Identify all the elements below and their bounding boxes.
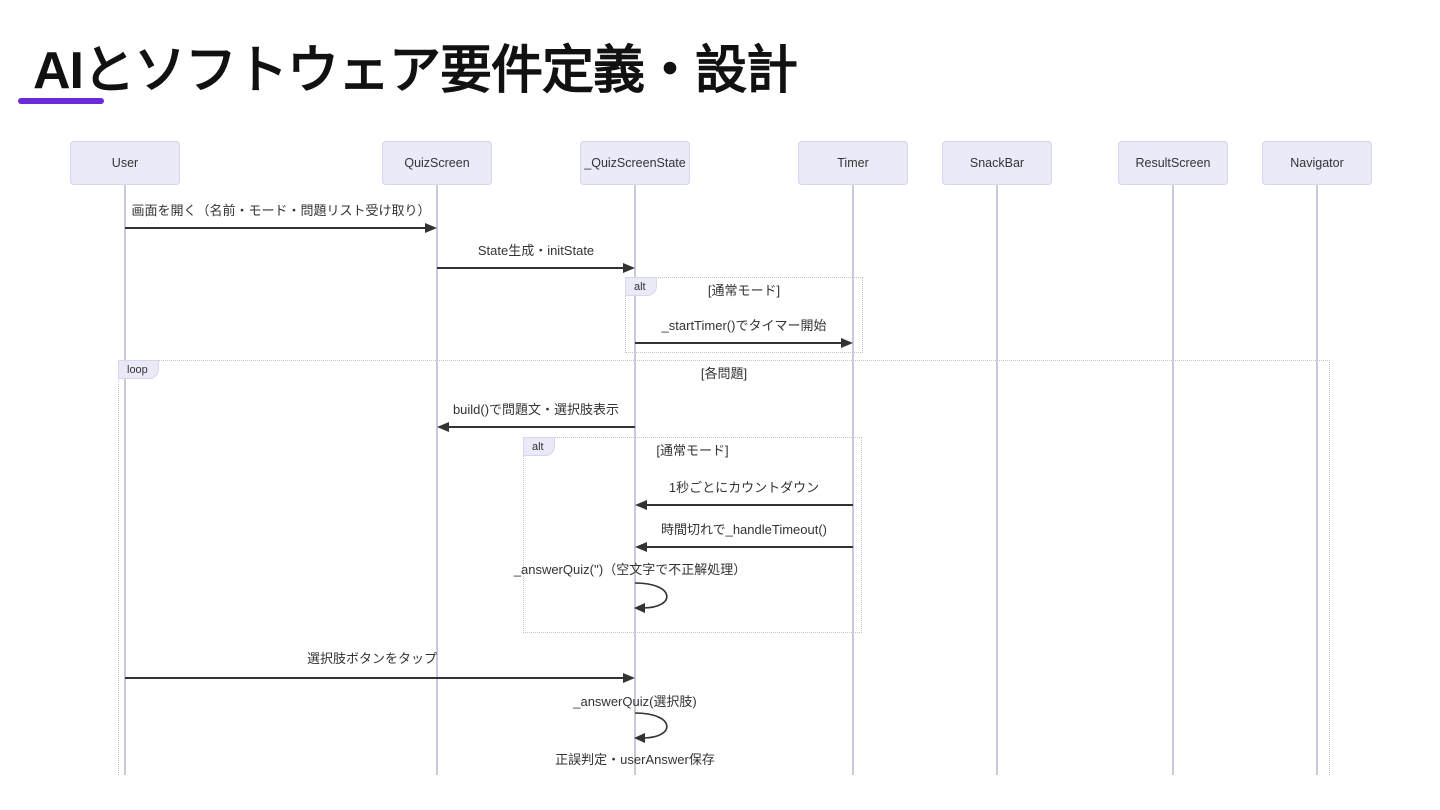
arrowhead-left-icon: [635, 500, 647, 510]
arrowhead-right-icon: [425, 223, 437, 233]
self-loop-arrow-icon: [634, 582, 668, 613]
arrow-line: [645, 546, 853, 548]
arrow-line: [447, 426, 635, 428]
alt-frame-tab: alt: [523, 437, 555, 456]
lifeline-navigator: [1316, 185, 1318, 775]
loop-frame-tab: loop: [118, 360, 159, 379]
arrow-line: [437, 267, 625, 269]
arrow-line: [645, 504, 853, 506]
alt-frame-tab: alt: [625, 277, 657, 296]
participant-quizscreenstate: _QuizScreenState: [580, 141, 690, 185]
message-countdown: 1秒ごとにカウントダウン: [668, 480, 820, 495]
lifeline-snackbar: [996, 185, 998, 775]
loop-frame-condition: [各問題]: [700, 366, 748, 381]
alt-frame-countdown: alt [通常モード]: [523, 437, 862, 633]
participant-navigator: Navigator: [1262, 141, 1372, 185]
message-build-display: build()で問題文・選択肢表示: [452, 402, 620, 417]
arrowhead-right-icon: [623, 263, 635, 273]
arrow-line: [635, 342, 843, 344]
title-accent-underline: [18, 98, 104, 104]
participant-resultscreen: ResultScreen: [1118, 141, 1228, 185]
page-title: AIとソフトウェア要件定義・設計: [33, 42, 798, 100]
message-start-timer: _startTimer()でタイマー開始: [661, 318, 827, 333]
lifeline-quizscreen: [436, 185, 438, 775]
alt-frame-condition: [通常モード]: [656, 443, 729, 458]
message-save-answer: 正誤判定・userAnswer保存: [555, 752, 715, 767]
lifeline-quizscreenstate: [634, 185, 636, 775]
arrowhead-left-icon: [437, 422, 449, 432]
message-open-screen: 画面を開く（名前・モード・問題リスト受け取り）: [131, 203, 431, 218]
message-tap-choice: 選択肢ボタンをタップ: [306, 651, 438, 666]
alt-frame-condition: [通常モード]: [707, 283, 781, 298]
arrow-line: [125, 677, 625, 679]
lifeline-timer: [852, 185, 854, 775]
lifeline-user: [124, 185, 126, 775]
participant-quizscreen: QuizScreen: [382, 141, 492, 185]
lifeline-resultscreen: [1172, 185, 1174, 775]
participant-timer: Timer: [798, 141, 908, 185]
arrowhead-left-icon: [635, 542, 647, 552]
self-loop-arrow-icon: [634, 712, 668, 743]
participant-snackbar: SnackBar: [942, 141, 1052, 185]
arrow-line: [125, 227, 427, 229]
message-handle-timeout: 時間切れで_handleTimeout(): [660, 522, 828, 537]
arrowhead-right-icon: [841, 338, 853, 348]
message-init-state: State生成・initState: [477, 243, 595, 258]
loop-frame-questions: loop [各問題]: [118, 360, 1330, 775]
participant-user: User: [70, 141, 180, 185]
alt-frame-timer-start: alt [通常モード]: [625, 277, 863, 353]
arrowhead-right-icon: [623, 673, 635, 683]
message-answer-empty: _answerQuiz('')（空文字で不正解処理）: [513, 562, 747, 577]
message-answer-choice: _answerQuiz(選択肢): [573, 694, 697, 709]
